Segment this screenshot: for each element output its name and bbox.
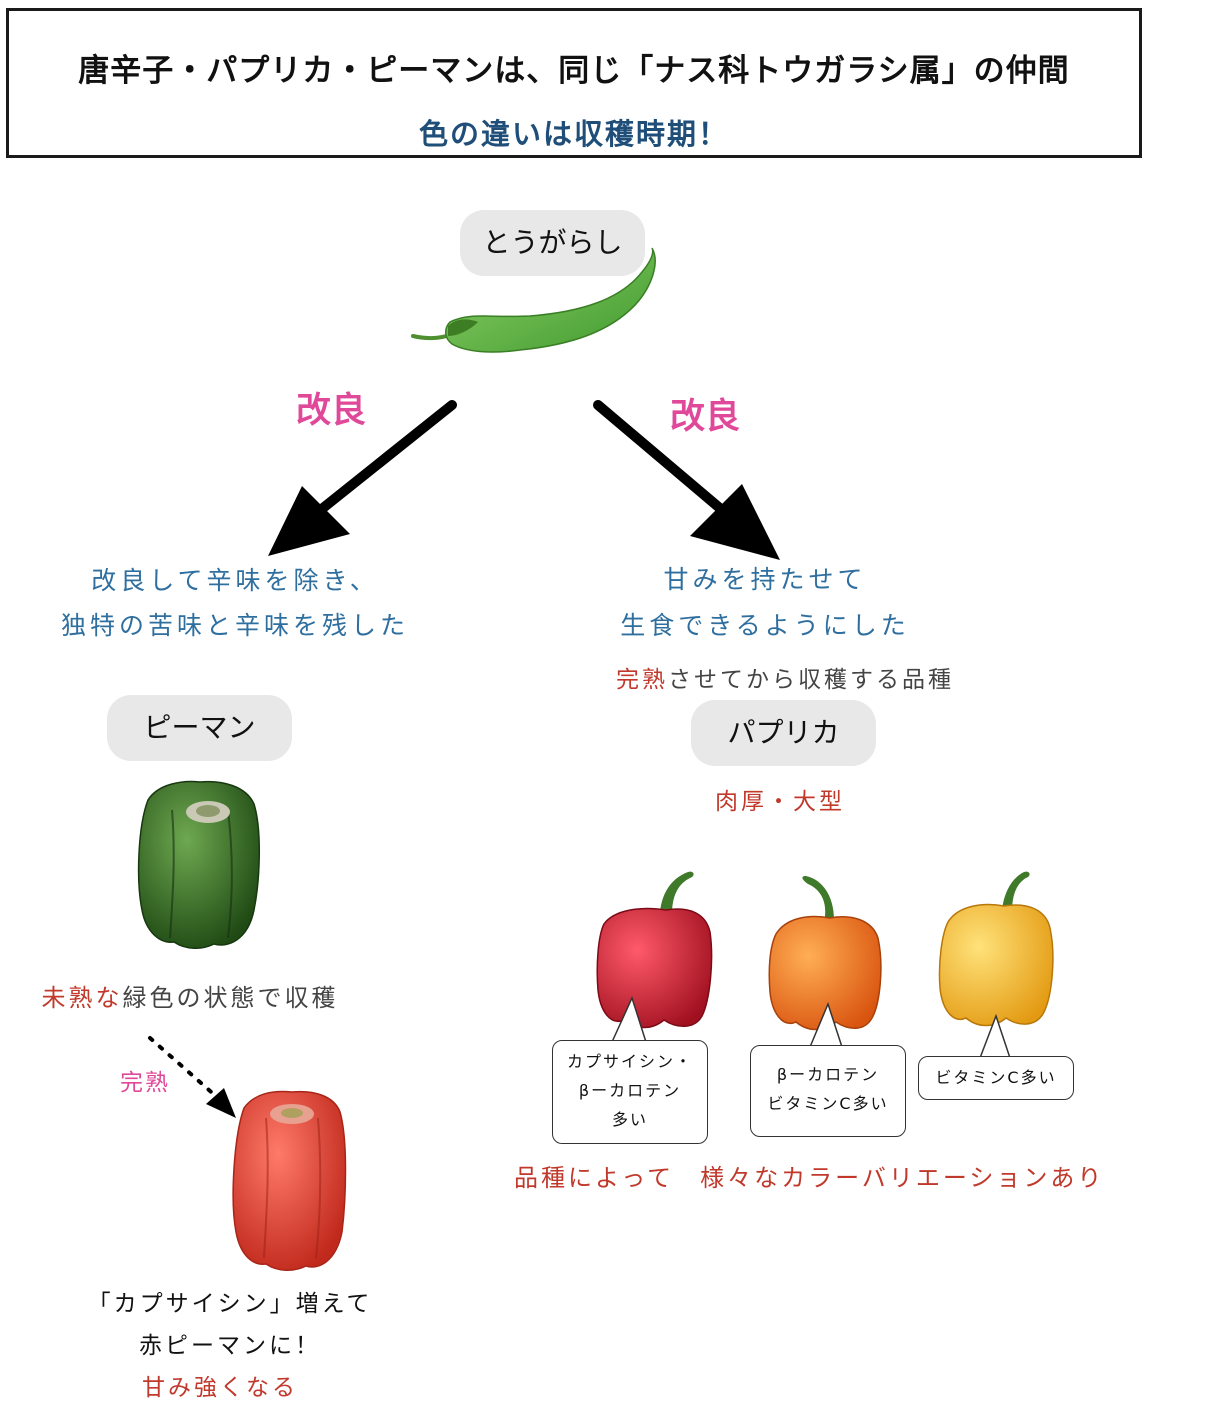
- paprika-desc-line2: 生食できるようにした: [620, 611, 910, 640]
- ripen-arrow: [148, 1036, 236, 1118]
- callout-orange-paprika: βーカロテン ビタミンC多い: [750, 1045, 906, 1137]
- arrow-left-label: 改良: [296, 391, 367, 431]
- paprika-feature: 肉厚・大型: [680, 782, 880, 816]
- variation-part2: 様々なカラーバリエーションあり: [700, 1164, 1105, 1192]
- paprika-harvest-note: 完熟させてから収穫する品種: [560, 660, 1010, 694]
- paprika-desc-line1: 甘みを持たせて: [663, 565, 867, 594]
- yellow-paprika-image: [938, 871, 1054, 1027]
- ripen-label: 完熟: [120, 1070, 170, 1096]
- piman-harvest-highlight: 未熟な: [41, 984, 123, 1012]
- variation-part1: 品種によって: [514, 1164, 675, 1192]
- piman-label: ピーマン: [107, 695, 292, 761]
- red-piman-line1: 「カプサイシン」増えて: [87, 1291, 373, 1317]
- red-piman-line3: 甘み強くなる: [50, 1368, 390, 1402]
- green-pepper-image: [137, 780, 261, 949]
- arrow-left: [268, 400, 457, 556]
- red-paprika-image: [596, 871, 713, 1029]
- callout-orange-line2: ビタミンC多い: [767, 1094, 889, 1113]
- paprika-variation-note: 品種によって様々なカラーバリエーションあり: [514, 1158, 1104, 1193]
- arrow-right: [593, 400, 780, 560]
- paprika-harvest-rest: させてから収穫する品種: [668, 667, 954, 693]
- header-box: 唐辛子・パプリカ・ピーマンは、同じ「ナス科トウガラシ属」の仲間 色の違いは収穫時…: [6, 8, 1142, 158]
- piman-desc-line1: 改良して辛味を除き、: [91, 566, 379, 595]
- header-title: 唐辛子・パプリカ・ピーマンは、同じ「ナス科トウガラシ属」の仲間: [78, 53, 1070, 89]
- piman-desc-line2: 独特の苦味と辛味を残した: [60, 611, 409, 640]
- paprika-feature-text: 肉厚・大型: [715, 789, 845, 815]
- callout-red-paprika: カプサイシン・ βーカロテン 多い: [552, 1040, 708, 1144]
- piman-harvest-note: 未熟な緑色の状態で収穫: [10, 978, 370, 1013]
- arrow-right-label: 改良: [670, 397, 741, 437]
- callout-orange-line1: βーカロテン: [776, 1065, 880, 1084]
- callout-yellow-line1: ビタミンC多い: [935, 1068, 1057, 1087]
- header-subtitle: 色の違いは収穫時期！: [418, 117, 729, 151]
- red-pepper-image: [232, 1090, 347, 1271]
- chili-label: とうがらし: [460, 210, 645, 276]
- paprika-label: パプリカ: [691, 700, 876, 766]
- callout-red-line2: βーカロテン: [578, 1081, 682, 1100]
- green-chili-image: [411, 247, 656, 353]
- callout-yellow-paprika: ビタミンC多い: [918, 1056, 1074, 1100]
- callout-red-line1: カプサイシン・: [566, 1052, 693, 1071]
- orange-paprika-image: [768, 876, 882, 1031]
- paprika-harvest-highlight: 完熟: [616, 667, 668, 693]
- red-piman-sweet: 甘み強くなる: [142, 1375, 298, 1401]
- red-piman-line2: 赤ピーマンに！: [139, 1333, 321, 1359]
- callout-red-line3: 多い: [611, 1110, 648, 1129]
- piman-harvest-rest: 緑色の状態で収穫: [122, 984, 339, 1012]
